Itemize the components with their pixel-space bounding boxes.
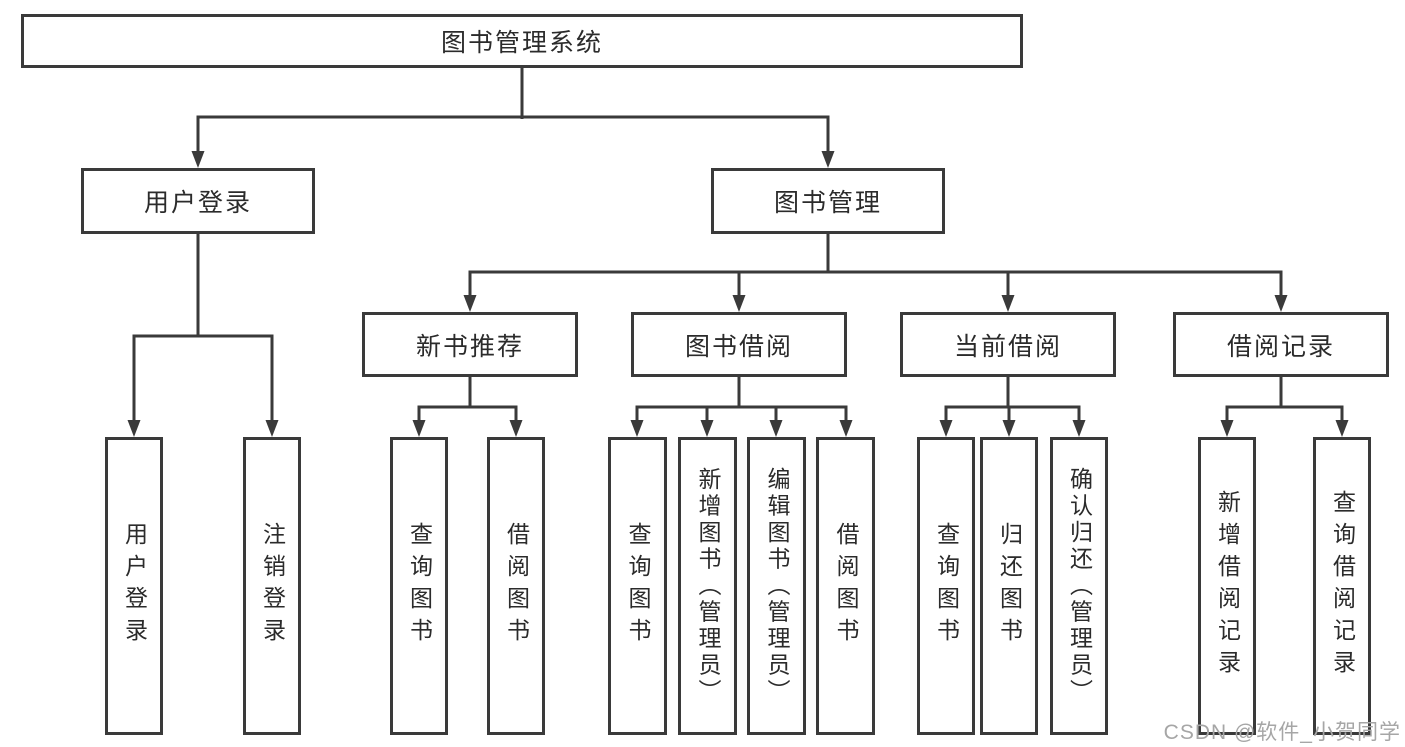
leaf-return-books: 归还图书 — [980, 437, 1038, 735]
leaf-query-books-current: 查询图书 — [917, 437, 975, 735]
leaf-user-login: 用户登录 — [105, 437, 163, 735]
node-library-management-system: 图书管理系统 — [21, 14, 1023, 68]
node-book-management: 图书管理 — [711, 168, 945, 234]
leaf-confirm-return-admin: 确认归还（管理员） — [1050, 437, 1108, 735]
leaf-add-borrow-record: 新增借阅记录 — [1198, 437, 1256, 735]
node-borrowing-records: 借阅记录 — [1173, 312, 1389, 377]
node-book-borrowing: 图书借阅 — [631, 312, 847, 377]
leaf-logout: 注销登录 — [243, 437, 301, 735]
node-current-borrowing: 当前借阅 — [900, 312, 1116, 377]
leaf-borrow-books-recommend: 借阅图书 — [487, 437, 545, 735]
node-user-login: 用户登录 — [81, 168, 315, 234]
arrowhead-icons — [127, 151, 1349, 437]
leaf-add-books-admin: 新增图书（管理员） — [678, 437, 737, 735]
leaf-query-borrow-record: 查询借阅记录 — [1313, 437, 1371, 735]
csdn-watermark: CSDN @软件_小贺同学 — [1163, 721, 1401, 744]
node-new-book-recommend: 新书推荐 — [362, 312, 578, 377]
leaf-query-books-borrow: 查询图书 — [608, 437, 667, 735]
leaf-borrow-books-borrow: 借阅图书 — [816, 437, 875, 735]
leaf-edit-books-admin: 编辑图书（管理员） — [747, 437, 806, 735]
leaf-query-books-recommend: 查询图书 — [390, 437, 448, 735]
